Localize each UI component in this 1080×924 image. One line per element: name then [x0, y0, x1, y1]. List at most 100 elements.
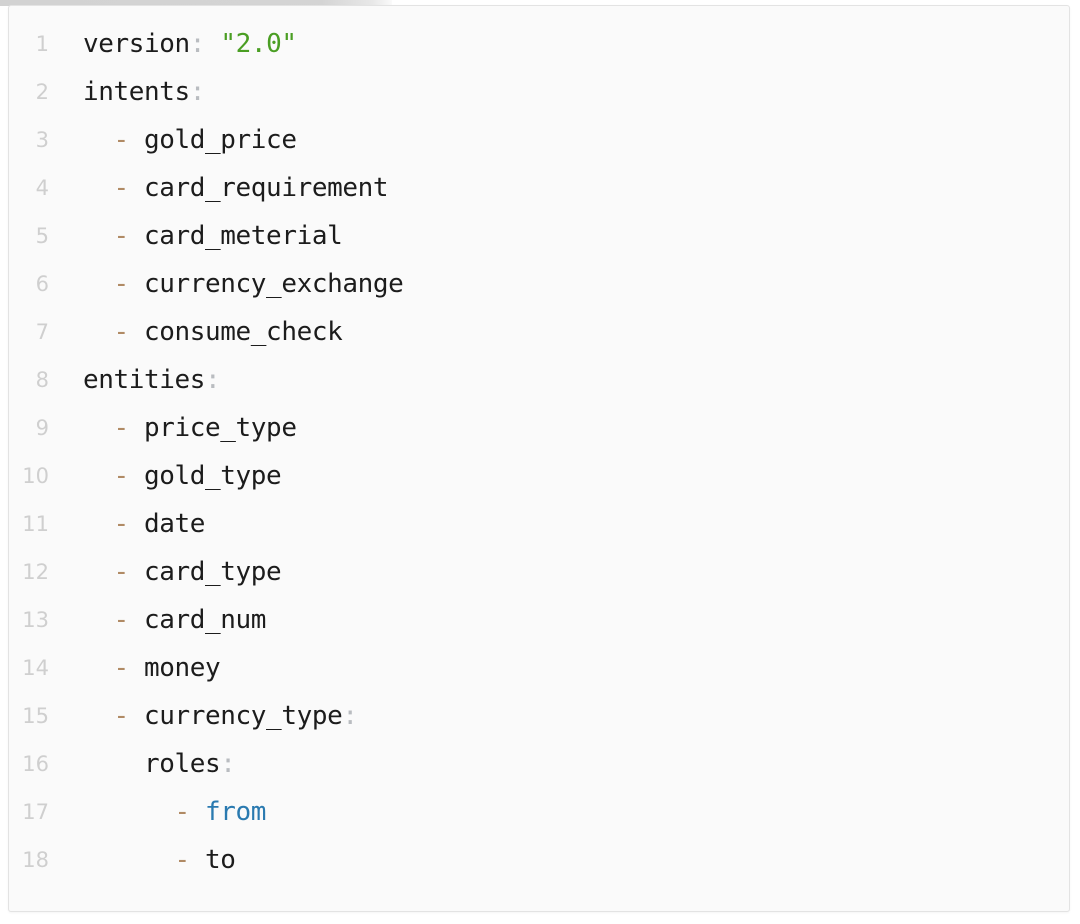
- code-line[interactable]: 13 - card_num: [9, 596, 1069, 644]
- indent: [83, 653, 114, 683]
- line-number: 6: [35, 272, 49, 296]
- token-plain: to: [189, 845, 236, 875]
- token-dash: -: [113, 413, 130, 443]
- token-colon: :: [342, 701, 358, 731]
- token-dash: -: [113, 173, 130, 203]
- line-content[interactable]: - gold_type: [83, 452, 282, 500]
- line-number: 11: [22, 512, 49, 536]
- code-line[interactable]: 7 - consume_check: [9, 308, 1069, 356]
- line-number: 13: [22, 608, 49, 632]
- line-content[interactable]: - currency_exchange: [83, 260, 404, 308]
- code-line[interactable]: 12 - card_type: [9, 548, 1069, 596]
- line-content[interactable]: intents:: [83, 68, 205, 116]
- line-content[interactable]: - consume_check: [83, 308, 343, 356]
- token-key: roles: [144, 749, 221, 779]
- indent: [83, 749, 144, 779]
- line-number: 7: [35, 320, 49, 344]
- token-key: intents: [83, 77, 190, 107]
- line-content[interactable]: - date: [83, 500, 206, 548]
- line-number: 17: [22, 800, 49, 824]
- token-string: "2.0": [220, 29, 297, 59]
- line-number: 1: [35, 32, 49, 56]
- code-line[interactable]: 2 intents:: [9, 68, 1069, 116]
- code-line[interactable]: 10 - gold_type: [9, 452, 1069, 500]
- indent: [83, 413, 114, 443]
- token-key: version: [83, 29, 190, 59]
- indent: [83, 605, 114, 635]
- indent: [83, 317, 114, 347]
- indent: [83, 125, 114, 155]
- token-plain: gold_price: [128, 125, 297, 155]
- line-number: 8: [35, 368, 49, 392]
- line-number: 4: [35, 176, 49, 200]
- token-dash: -: [113, 701, 130, 731]
- token-dash: -: [113, 221, 130, 251]
- token-dash: -: [113, 605, 130, 635]
- token-plain: gold_type: [128, 461, 282, 491]
- code-line[interactable]: 5 - card_meterial: [9, 212, 1069, 260]
- token-dash: -: [174, 797, 191, 827]
- line-content[interactable]: - card_type: [83, 548, 282, 596]
- token-colon: :: [220, 749, 236, 779]
- indent: [83, 269, 114, 299]
- token-key: entities: [83, 365, 206, 395]
- line-content[interactable]: - card_num: [83, 596, 267, 644]
- toolbar-strip: [0, 0, 392, 6]
- indent: [83, 701, 114, 731]
- indent: [83, 509, 114, 539]
- code-line[interactable]: 4 - card_requirement: [9, 164, 1069, 212]
- code-line[interactable]: 16 roles:: [9, 740, 1069, 788]
- line-number: 2: [35, 80, 49, 104]
- token-dash: -: [113, 269, 130, 299]
- token-colon: :: [205, 365, 221, 395]
- token-plain: money: [128, 653, 221, 683]
- indent: [83, 221, 114, 251]
- code-line[interactable]: 17 - from: [9, 788, 1069, 836]
- token-dash: -: [174, 845, 191, 875]
- token-colon: :: [189, 77, 206, 107]
- indent: [83, 461, 114, 491]
- line-content[interactable]: - price_type: [83, 404, 297, 452]
- line-content[interactable]: - card_meterial: [83, 212, 343, 260]
- token-plain: card_num: [128, 605, 267, 635]
- line-content[interactable]: roles:: [83, 740, 236, 788]
- line-number: 18: [22, 848, 49, 872]
- code-line[interactable]: 3 - gold_price: [9, 116, 1069, 164]
- token-key: currency_type: [128, 701, 343, 731]
- code-line[interactable]: 1 version: "2.0": [9, 20, 1069, 68]
- line-content[interactable]: - gold_price: [83, 116, 297, 164]
- line-content[interactable]: - currency_type:: [83, 692, 358, 740]
- token-dash: -: [113, 557, 130, 587]
- token-plain: [205, 29, 220, 59]
- line-number: 10: [22, 464, 49, 488]
- line-content[interactable]: - from: [83, 788, 267, 836]
- code-line[interactable]: 18 - to: [9, 836, 1069, 884]
- token-dash: -: [113, 317, 130, 347]
- code-line[interactable]: 11 - date: [9, 500, 1069, 548]
- token-dash: -: [113, 125, 130, 155]
- token-plain: date: [128, 509, 206, 539]
- line-content[interactable]: entities:: [83, 356, 221, 404]
- code-line[interactable]: 15 - currency_type:: [9, 692, 1069, 740]
- code-line[interactable]: 9 - price_type: [9, 404, 1069, 452]
- token-colon: :: [189, 29, 206, 59]
- line-number: 14: [22, 656, 49, 680]
- line-number: 3: [35, 128, 49, 152]
- code-line[interactable]: 8 entities:: [9, 356, 1069, 404]
- indent: [83, 557, 114, 587]
- line-number: 15: [22, 704, 49, 728]
- token-dash: -: [113, 653, 130, 683]
- line-content[interactable]: version: "2.0": [83, 20, 297, 68]
- line-content[interactable]: - money: [83, 644, 221, 692]
- line-content[interactable]: - card_requirement: [83, 164, 389, 212]
- token-plain: price_type: [128, 413, 297, 443]
- indent: [83, 797, 175, 827]
- indent: [83, 173, 114, 203]
- token-plain: card_type: [128, 557, 282, 587]
- line-content[interactable]: - to: [83, 836, 236, 884]
- code-line[interactable]: 14 - money: [9, 644, 1069, 692]
- line-number: 9: [35, 416, 49, 440]
- code-line[interactable]: 6 - currency_exchange: [9, 260, 1069, 308]
